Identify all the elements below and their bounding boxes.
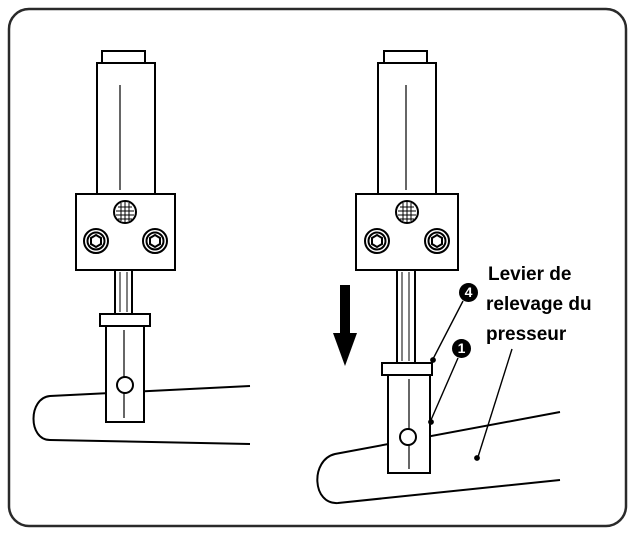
right-assembly — [316, 50, 561, 505]
leader-label — [477, 348, 513, 458]
down-arrow-icon — [333, 285, 357, 366]
left-assembly — [32, 50, 251, 445]
right-collar — [381, 362, 433, 376]
right-knurl-pattern — [398, 202, 416, 222]
left-rod — [114, 269, 133, 315]
leader-lines — [428, 300, 513, 461]
label-line-2: relevage du — [486, 294, 592, 315]
left-bar-body — [96, 62, 156, 196]
callout-badge-4: 4 — [459, 283, 478, 302]
right-bar-body — [377, 62, 437, 196]
left-knurl-pattern — [116, 202, 134, 222]
right-pin-hole — [399, 428, 417, 446]
left-lower-bar — [105, 325, 145, 423]
label-line-1: Levier de — [488, 264, 572, 285]
label-line-3: presseur — [486, 324, 567, 345]
leader-callout-4 — [432, 300, 464, 360]
left-pin-hole — [116, 376, 134, 394]
callout-badge-1: 1 — [452, 339, 471, 358]
left-collar — [99, 313, 151, 327]
right-lever-arm — [316, 411, 561, 505]
leader-callout-1 — [430, 357, 459, 421]
right-rod — [396, 269, 416, 364]
